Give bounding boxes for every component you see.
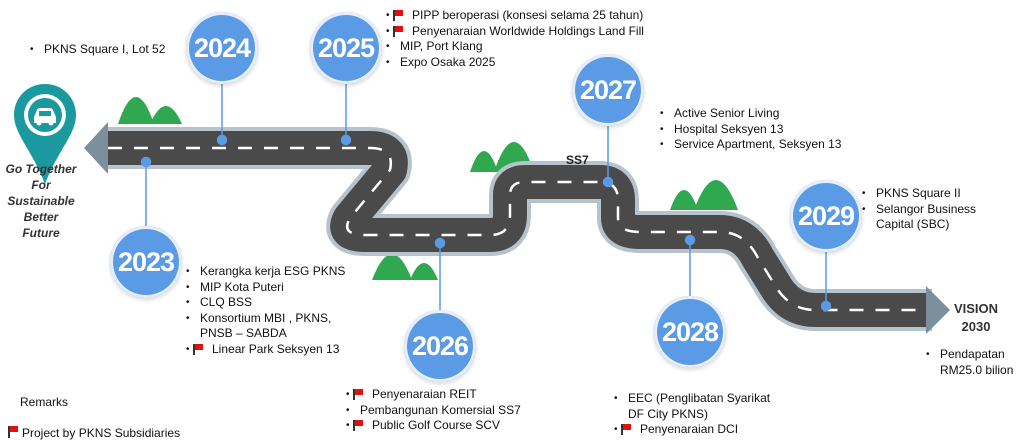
list-item-text: Capital (SBC) xyxy=(876,217,950,231)
list-item: MIP Kota Puteri xyxy=(186,280,345,296)
road-arrow-icon xyxy=(926,286,950,334)
milestone-2023-list: Kerangka kerja ESG PKNSMIP Kota PuteriCL… xyxy=(186,264,345,357)
list-item-text: Penyenaraian REIT xyxy=(372,387,477,401)
red-flag-icon xyxy=(393,10,403,21)
list-item-text: PNSB – SABDA xyxy=(200,326,287,340)
list-item-text: Service Apartment, Seksyen 13 xyxy=(674,137,842,151)
list-item: PNSB – SABDA xyxy=(186,326,345,342)
milestone-2028: 2028 xyxy=(654,296,726,368)
list-item: DF City PKNS) xyxy=(614,407,770,423)
list-item: CLQ BSS xyxy=(186,295,345,311)
remarks-title: Remarks xyxy=(20,395,69,409)
list-item-text: Linear Park Seksyen 13 xyxy=(212,341,340,356)
milestone-2024: 2024 xyxy=(186,12,258,84)
list-item: Active Senior Living xyxy=(660,106,841,122)
list-item-text: Expo Osaka 2025 xyxy=(400,54,496,69)
list-item-text: CLQ BSS xyxy=(200,295,253,309)
list-item-text: Active Senior Living xyxy=(674,106,780,120)
list-item: MIP, Port Klang xyxy=(386,39,644,55)
list-item-text: Pendapatan xyxy=(940,347,1005,361)
list-item: Pendapatan xyxy=(926,347,1013,363)
list-item: Linear Park Seksyen 13 xyxy=(186,342,345,358)
list-item: Selangor Business xyxy=(862,202,976,218)
green-hill-icon xyxy=(670,180,738,210)
remarks-legend: Project by PKNS Subsidiaries xyxy=(22,426,181,440)
milestone-2025: 2025 xyxy=(310,12,382,84)
red-flag-icon xyxy=(393,25,403,37)
red-flag-icon xyxy=(8,426,18,438)
road-label-ss7: SS7 xyxy=(566,153,589,167)
list-item: Pembangunan Komersial SS7 xyxy=(346,403,521,419)
list-item: PIPP beroperasi (konsesi selama 25 tahun… xyxy=(386,8,644,24)
list-item-text: EEC (Penglibatan Syarikat xyxy=(628,391,771,405)
list-item: Hospital Seksyen 13 xyxy=(660,122,841,138)
red-flag-icon xyxy=(353,389,363,400)
milestone-2023: 2023 xyxy=(110,226,182,298)
list-item: Konsortium MBI , PKNS, xyxy=(186,311,345,327)
milestone-2024-list: PKNS Square I, Lot 52 xyxy=(30,42,165,58)
milestone-2025-list: PIPP beroperasi (konsesi selama 25 tahun… xyxy=(386,8,644,70)
milestone-2029: 2029 xyxy=(790,180,862,252)
list-item: Penyenaraian REIT xyxy=(346,387,521,403)
list-item-text: PIPP beroperasi (konsesi selama 25 tahun… xyxy=(412,8,644,22)
milestone-2027-list: Active Senior LivingHospital Seksyen 13S… xyxy=(660,106,841,153)
list-item-text: Kerangka kerja ESG PKNS xyxy=(200,264,346,278)
milestone-2026-list: Penyenaraian REITPembangunan Komersial S… xyxy=(346,387,521,434)
list-item: Expo Osaka 2025 xyxy=(386,55,644,71)
vision-title: VISION 2030 xyxy=(953,301,999,334)
road-arrow-icon xyxy=(84,122,108,174)
list-item: RM25.0 bilion xyxy=(926,363,1013,379)
list-item-text: PKNS Square I, Lot 52 xyxy=(44,42,166,56)
list-item: Capital (SBC) xyxy=(862,217,976,233)
list-item: PKNS Square I, Lot 52 xyxy=(30,42,165,58)
list-item-text: Penyenaraian DCI xyxy=(640,422,739,436)
list-item: Service Apartment, Seksyen 13 xyxy=(660,137,841,153)
list-item-text: MIP Kota Puteri xyxy=(200,279,284,294)
milestone-2026: 2026 xyxy=(404,310,476,382)
list-item: PKNS Square II xyxy=(862,186,976,202)
list-item-text: Public Golf Course SCV xyxy=(372,418,501,432)
list-item: Public Golf Course SCV xyxy=(346,418,521,434)
list-item-text: Penyenaraian Worldwide Holdings Land Fil… xyxy=(412,23,644,38)
list-item-text: MIP, Port Klang xyxy=(400,39,483,53)
list-item: Penyenaraian DCI xyxy=(614,422,770,438)
list-item: Penyenaraian Worldwide Holdings Land Fil… xyxy=(386,24,644,40)
car-location-pin-icon xyxy=(14,84,76,184)
motto-text: Go Together For Sustainable Better Futur… xyxy=(5,162,77,240)
list-item: EEC (Penglibatan Syarikat xyxy=(614,391,770,407)
red-flag-icon xyxy=(193,343,203,355)
list-item: Kerangka kerja ESG PKNS xyxy=(186,264,345,280)
list-item-text: PKNS Square II xyxy=(876,186,961,200)
list-item-text: Pembangunan Komersial SS7 xyxy=(360,402,521,417)
list-item-text: DF City PKNS) xyxy=(628,406,709,421)
green-hill-icon xyxy=(372,254,438,280)
red-flag-icon xyxy=(353,420,363,431)
red-flag-icon xyxy=(621,424,631,435)
list-item-text: Hospital Seksyen 13 xyxy=(674,121,784,136)
green-hill-icon xyxy=(118,97,182,124)
list-item-text: Selangor Business xyxy=(876,201,977,216)
list-item-text: RM25.0 bilion xyxy=(940,362,1014,377)
list-item-text: Konsortium MBI , PKNS, xyxy=(200,310,332,325)
